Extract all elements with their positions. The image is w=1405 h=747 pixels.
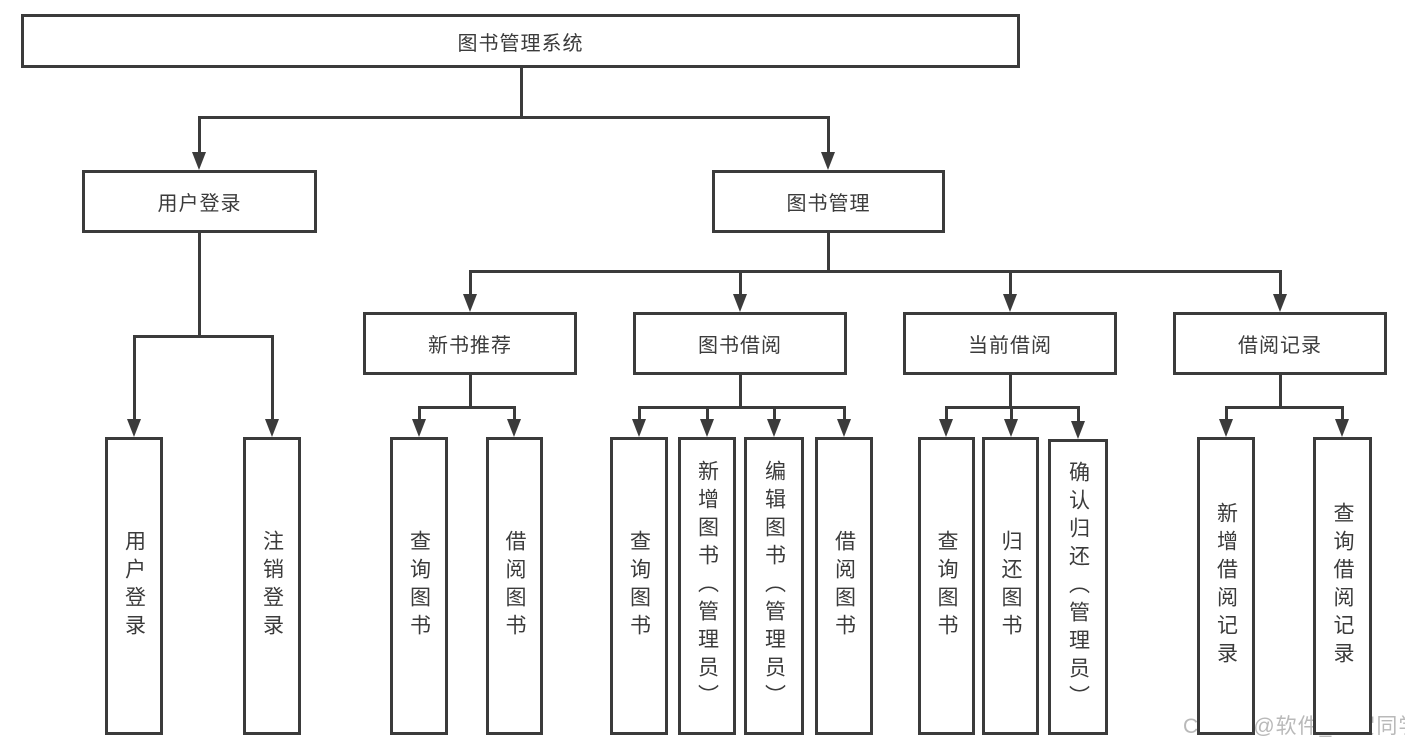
node-book-borrow: 图书借阅	[633, 312, 847, 375]
node-leaf-confirm-return: 确认归还（管理员）	[1048, 439, 1108, 735]
connector-line	[826, 117, 830, 154]
connector-line	[637, 405, 846, 409]
connector-line	[1278, 375, 1282, 409]
connector-line	[826, 233, 830, 273]
connector-line	[1224, 405, 1344, 409]
connector-line	[738, 375, 742, 409]
connector-line	[468, 269, 1282, 273]
node-leaf-query-books-3: 查询图书	[918, 437, 975, 735]
arrowhead-down-icon	[821, 152, 835, 170]
node-current-borrow: 当前借阅	[903, 312, 1117, 375]
arrowhead-down-icon	[127, 419, 141, 437]
node-leaf-query-books-1: 查询图书	[390, 437, 448, 735]
connector-line	[519, 68, 523, 119]
connector-line	[197, 117, 201, 154]
arrowhead-down-icon	[463, 294, 477, 312]
arrowhead-down-icon	[1004, 419, 1018, 437]
connector-line	[1224, 407, 1228, 421]
node-root: 图书管理系统	[21, 14, 1020, 68]
arrowhead-down-icon	[507, 419, 521, 437]
arrowhead-down-icon	[1003, 294, 1017, 312]
connector-line	[197, 233, 201, 338]
arrowhead-down-icon	[192, 152, 206, 170]
node-leaf-logout: 注销登录	[243, 437, 301, 735]
connector-line	[772, 407, 776, 421]
arrowhead-down-icon	[1335, 419, 1349, 437]
arrowhead-down-icon	[939, 419, 953, 437]
arrowhead-down-icon	[265, 419, 279, 437]
connector-line	[468, 375, 472, 409]
node-leaf-query-borrow-record: 查询借阅记录	[1313, 437, 1372, 735]
node-new-book-rec: 新书推荐	[363, 312, 577, 375]
node-leaf-add-borrow-record: 新增借阅记录	[1197, 437, 1255, 735]
arrowhead-down-icon	[767, 419, 781, 437]
connector-line	[417, 407, 421, 421]
node-leaf-edit-books: 编辑图书（管理员）	[744, 437, 804, 735]
connector-line	[1008, 271, 1012, 296]
connector-line	[705, 407, 709, 421]
connector-line	[637, 407, 641, 421]
connector-line	[842, 407, 846, 421]
connector-line	[512, 407, 516, 421]
connector-line	[1009, 407, 1013, 421]
arrowhead-down-icon	[1273, 294, 1287, 312]
connector-line	[132, 334, 274, 338]
node-leaf-query-books-2: 查询图书	[610, 437, 668, 735]
arrowhead-down-icon	[1219, 419, 1233, 437]
arrowhead-down-icon	[632, 419, 646, 437]
node-leaf-add-books: 新增图书（管理员）	[678, 437, 736, 735]
node-book-mgmt: 图书管理	[712, 170, 945, 233]
connector-line	[1278, 271, 1282, 296]
connector-line	[1008, 375, 1012, 409]
connector-line	[132, 336, 136, 421]
arrowhead-down-icon	[837, 419, 851, 437]
arrowhead-down-icon	[412, 419, 426, 437]
node-leaf-borrow-books-1: 借阅图书	[486, 437, 543, 735]
connector-line	[197, 115, 830, 119]
connector-line	[738, 271, 742, 296]
connector-line	[1076, 407, 1080, 423]
node-user-login: 用户登录	[82, 170, 317, 233]
arrowhead-down-icon	[1071, 421, 1085, 439]
connector-line	[270, 336, 274, 421]
connector-line	[1340, 407, 1344, 421]
arrowhead-down-icon	[700, 419, 714, 437]
connector-line	[417, 405, 516, 409]
node-leaf-borrow-books-2: 借阅图书	[815, 437, 873, 735]
connector-line	[944, 407, 948, 421]
node-leaf-return-books: 归还图书	[982, 437, 1039, 735]
connector-line	[468, 271, 472, 296]
node-borrow-records: 借阅记录	[1173, 312, 1387, 375]
arrowhead-down-icon	[733, 294, 747, 312]
node-leaf-user-login: 用户登录	[105, 437, 163, 735]
